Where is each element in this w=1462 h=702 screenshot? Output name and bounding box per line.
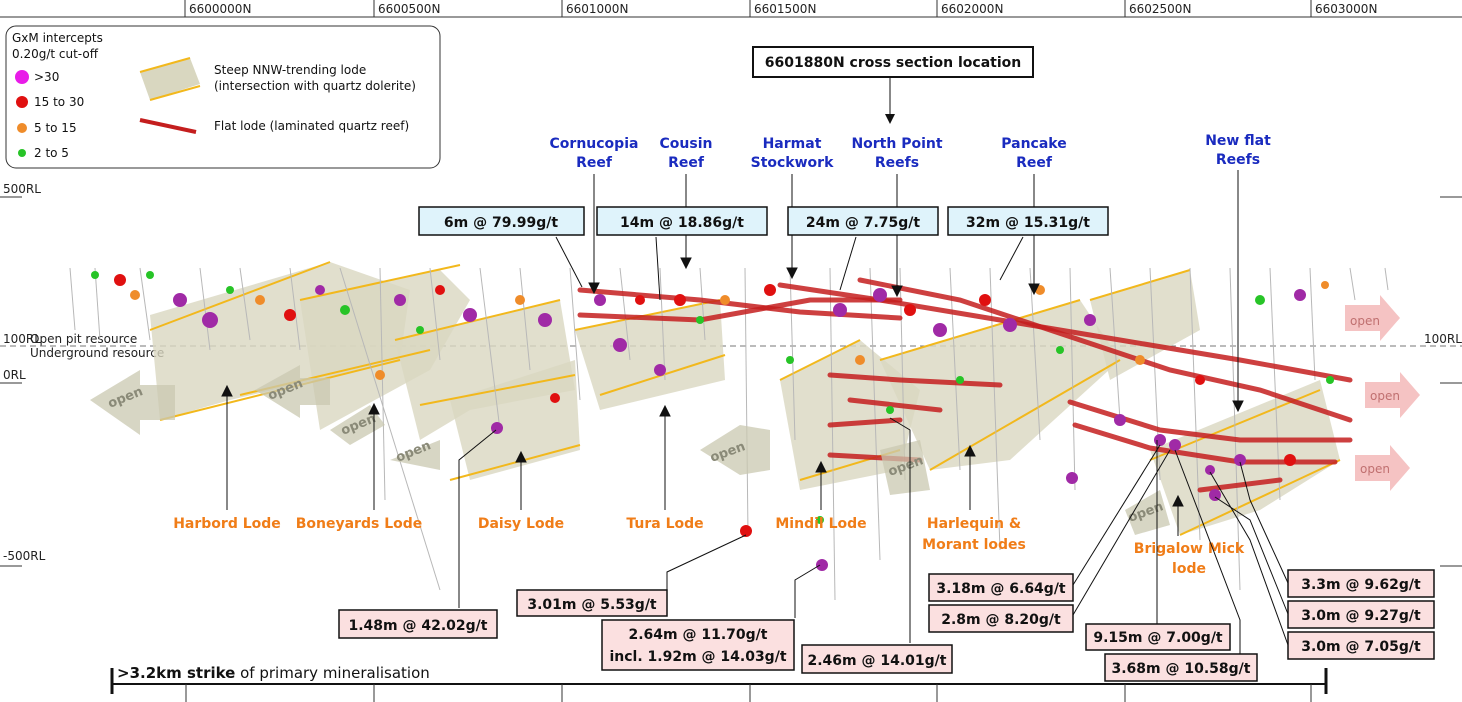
legend-flat-lode-label: Flat lode (laminated quartz reef) [214, 119, 409, 133]
lode-label: Harlequin & [927, 516, 1021, 532]
intercept-callout: 32m @ 15.31g/t [966, 215, 1090, 231]
reef-label-line1: Harmat [763, 136, 822, 152]
legend-swatch-magenta [15, 70, 29, 84]
lode-pointers [221, 384, 1184, 536]
northing-label: 6601500N [754, 2, 816, 16]
bottom-intercept-callouts: 1.48m @ 42.02g/t 3.01m @ 5.53g/t 2.64m @… [338, 569, 1435, 682]
legend-steep-lode-label: Steep NNW-trending lode [214, 63, 366, 77]
legend-subtitle: 0.20g/t cut-off [12, 47, 99, 61]
northing-label: 6603000N [1315, 2, 1377, 16]
reef-label-line1: New flat [1205, 133, 1271, 149]
legend-steep-lode-sublabel: (intersection with quartz dolerite) [214, 79, 416, 93]
intercept-callout: 1.48m @ 42.02g/t [349, 618, 488, 634]
northing-label: 6602500N [1129, 2, 1191, 16]
reef-label-line2: Reef [668, 155, 705, 171]
northing-label: 6602000N [941, 2, 1003, 16]
strike-scale-bar: >3.2km strike of primary mineralisation [110, 664, 1328, 702]
lode-labels: Harbord Lode Boneyards Lode Daisy Lode T… [173, 516, 1245, 577]
lode-label: Boneyards Lode [296, 516, 423, 532]
intercept-callout: 2.8m @ 8.20g/t [941, 612, 1061, 628]
lode-label: Mindil Lode [775, 516, 866, 532]
cross-section-label: 6601880N cross section location [765, 55, 1021, 71]
intercept-leaders [458, 417, 1289, 654]
legend-item-label: >30 [34, 70, 59, 84]
intercept-callout: 2.46m @ 14.01g/t [808, 653, 947, 669]
legend-flat-lode-swatch [139, 118, 197, 134]
reef-labels: Cornucopia Reef Cousin Reef Harmat Stock… [550, 133, 1272, 171]
legend-item-label: 5 to 15 [34, 121, 77, 135]
open-label: open [1360, 462, 1390, 476]
top-intercept-callouts: 6m @ 79.99g/t 14m @ 18.86g/t 24m @ 7.75g… [418, 206, 1109, 236]
rl-100-label-right: 100RL [1424, 332, 1462, 346]
reef-label-line1: North Point [851, 136, 942, 152]
open-label: open [1370, 389, 1400, 403]
legend-swatch-green [18, 149, 26, 157]
open-labels-right: open open open [1350, 314, 1400, 476]
open-pit-resource-label: Open pit resource [30, 332, 137, 346]
legend-title: GxM intercepts [12, 31, 103, 45]
strike-label-rest: of primary mineralisation [235, 664, 429, 682]
top-northing-axis: 6600000N 6600500N 6601000N 6601500N 6602… [0, 0, 1462, 18]
reef-label-line1: Cousin [660, 136, 713, 152]
rl-axis: 500RL 100RL 100RL Open pit resource Unde… [0, 182, 1462, 567]
underground-resource-label: Underground resource [30, 346, 164, 360]
legend-item-label: 2 to 5 [34, 146, 69, 160]
reef-label-line2: Reefs [1216, 152, 1260, 168]
intercept-callout: 3.0m @ 7.05g/t [1301, 639, 1421, 655]
intercept-callout: 14m @ 18.86g/t [620, 215, 744, 231]
northing-label: 6600500N [378, 2, 440, 16]
reef-label-line2: Reef [1016, 155, 1053, 171]
legend-swatch-orange [17, 123, 27, 133]
cross-section-marker: 6601880N cross section location [752, 46, 1034, 124]
intercept-callout: 2.64m @ 11.70g/t [629, 627, 768, 643]
northing-label: 6601000N [566, 2, 628, 16]
rl-minus-500-label: -500RL [3, 549, 46, 563]
reef-label-line1: Cornucopia [550, 136, 639, 152]
reef-label-line2: Reefs [875, 155, 919, 171]
rl-500-label: 500RL [3, 182, 41, 196]
intercept-callout: 3.01m @ 5.53g/t [527, 597, 657, 613]
intercept-callout: 6m @ 79.99g/t [444, 215, 558, 231]
reef-label-line2: Reef [576, 155, 613, 171]
lode-label: Morant lodes [922, 537, 1026, 553]
lode-label: Brigalow Mick [1134, 541, 1245, 557]
legend-item-label: 15 to 30 [34, 95, 84, 109]
intercept-callout: 3.0m @ 9.27g/t [1301, 608, 1421, 624]
lode-label: Daisy Lode [478, 516, 564, 532]
intercept-callout-sub: incl. 1.92m @ 14.03g/t [609, 649, 786, 665]
open-arrows-right [1345, 295, 1420, 491]
intercept-callout: 24m @ 7.75g/t [806, 215, 920, 231]
rl-0-label: 0RL [3, 368, 26, 382]
lode-label: lode [1172, 561, 1206, 577]
lode-label: Tura Lode [626, 516, 703, 532]
legend: GxM intercepts 0.20g/t cut-off >30 15 to… [5, 25, 441, 169]
intercept-callout: 9.15m @ 7.00g/t [1093, 630, 1223, 646]
legend-swatch-red [16, 96, 28, 108]
open-arrows-left [90, 365, 1170, 535]
open-label: open [1350, 314, 1380, 328]
strike-label-bold: >3.2km strike [117, 664, 235, 682]
intercept-callout: 3.68m @ 10.58g/t [1112, 661, 1251, 677]
northing-label: 6600000N [189, 2, 251, 16]
intercept-callout: 3.3m @ 9.62g/t [1301, 577, 1421, 593]
strike-label: >3.2km strike of primary mineralisation [117, 664, 430, 682]
reef-label-line2: Stockwork [751, 155, 834, 171]
lode-label: Harbord Lode [173, 516, 281, 532]
intercept-callout: 3.18m @ 6.64g/t [936, 581, 1066, 597]
rl-100-label-left: 100RL [3, 332, 41, 346]
reef-label-line1: Pancake [1001, 136, 1066, 152]
